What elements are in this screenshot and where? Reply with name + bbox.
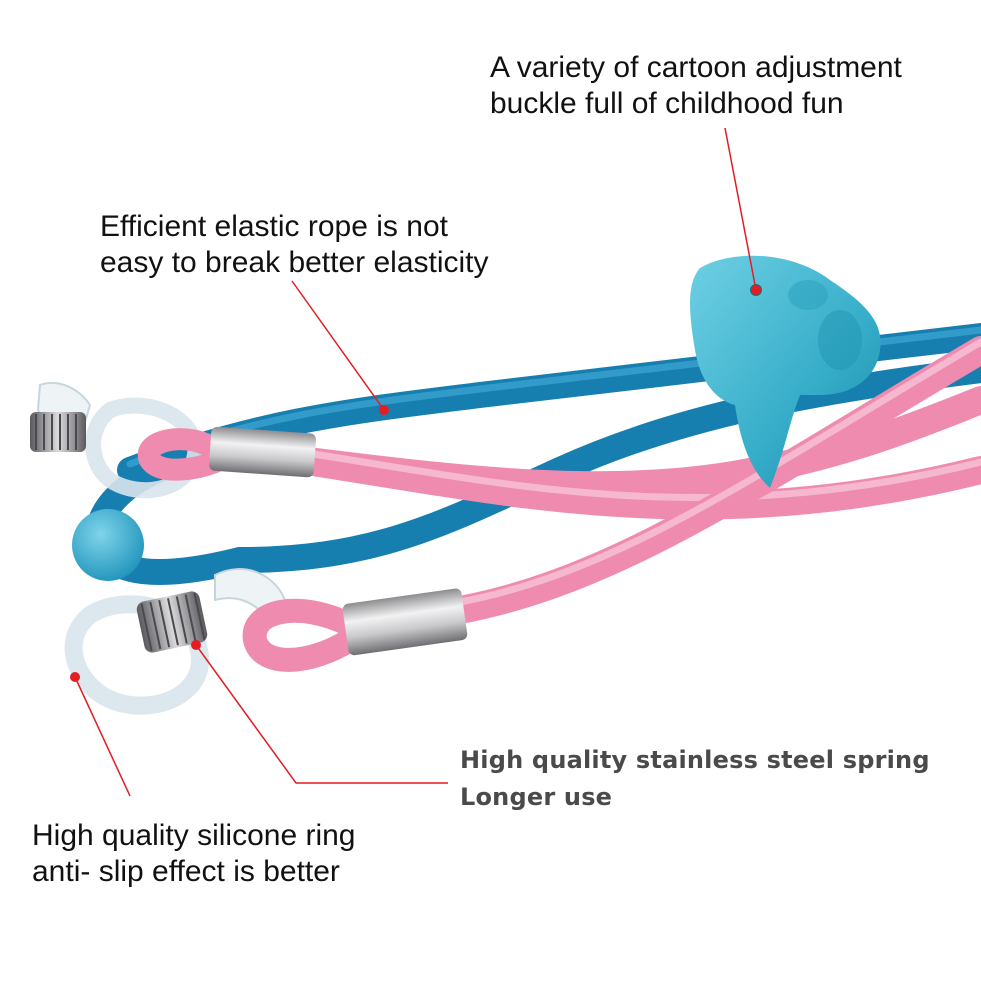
- pink-rope-lower: [446, 336, 981, 624]
- callout-rope-line2: easy to break better elasticity: [100, 246, 489, 279]
- dolphin-buckle: [690, 255, 881, 488]
- pointer-spring: [191, 640, 448, 784]
- pink-rope-lower-highlight: [456, 338, 981, 606]
- pointer-rope: [291, 280, 389, 415]
- callout-ring: High quality silicone ring anti- slip ef…: [32, 818, 356, 890]
- callout-ring-line2: anti- slip effect is better: [32, 855, 340, 888]
- pink-rope-upper-highlight: [296, 448, 981, 502]
- pointer-buckle: [724, 127, 761, 295]
- pink-loop-top: [138, 428, 226, 481]
- pointer-ring: [70, 672, 131, 797]
- callout-ring-line1: High quality silicone ring: [32, 819, 356, 852]
- spring-top: [30, 412, 86, 452]
- callout-spring-line1: High quality stainless steel spring: [460, 746, 930, 774]
- pink-loop-bottom: [242, 598, 362, 672]
- callout-buckle: A variety of cartoon adjustment buckle f…: [490, 50, 902, 122]
- pink-rope-upper-2: [286, 446, 981, 520]
- blue-bead: [72, 509, 144, 581]
- callout-rope: Efficient elastic rope is not easy to br…: [100, 209, 489, 281]
- callout-rope-line1: Efficient elastic rope is not: [100, 210, 448, 243]
- callout-buckle-line1: A variety of cartoon adjustment: [490, 51, 902, 84]
- metal-tube-top: [208, 426, 317, 478]
- callout-spring: High quality stainless steel spring Long…: [460, 742, 930, 816]
- callout-spring-line2: Longer use: [460, 783, 613, 812]
- callout-buckle-line2: buckle full of childhood fun: [490, 87, 844, 120]
- metal-tube-bottom: [342, 588, 468, 656]
